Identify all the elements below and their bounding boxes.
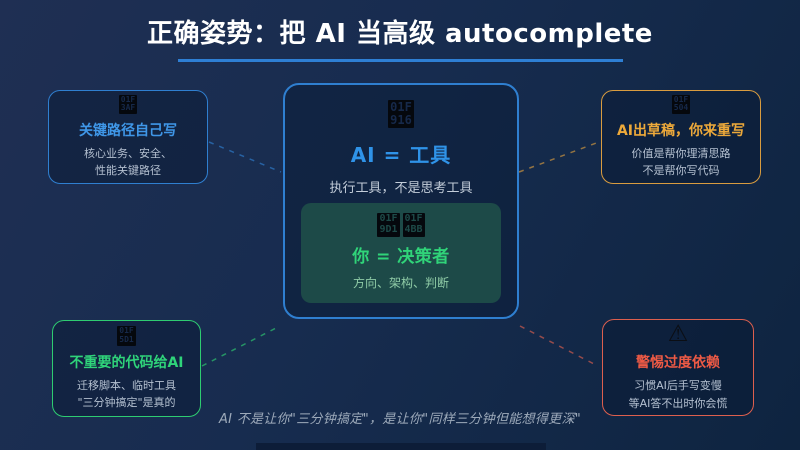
card-body-line: 迁移脚本、临时工具: [77, 378, 176, 392]
header: 正确姿势：把 AI 当高级 autocomplete: [0, 13, 800, 62]
center-subheading: 执行工具，不是思考工具: [329, 180, 473, 196]
tofu-hex-row: 3AF: [120, 103, 136, 113]
card-body: 迁移脚本、临时工具 "三分钟搞定"是真的: [77, 377, 176, 411]
card-ai-tool: 01F 916 AI = 工具 执行工具，不是思考工具 01F 9D1 01F …: [283, 83, 519, 319]
laptop-emoji-tofu-icon: 01F 4BB: [402, 213, 425, 237]
refresh-emoji-tofu-icon: 01F 504: [671, 94, 691, 115]
tofu-hex-row: 01F: [120, 94, 136, 104]
card-body-line: 价值是帮你理清思路: [631, 147, 731, 161]
tofu-hex-row: 01F: [379, 213, 398, 225]
card-you-decision-maker: 01F 9D1 01F 4BB 你 = 决策者 方向、架构、判断: [301, 203, 501, 303]
card-title: AI出草稿，你来重写: [616, 123, 746, 140]
card-body: 习惯AI后手写变慢 等AI答不出时你会慌: [629, 377, 728, 411]
warning-icon: ⚠: [667, 321, 689, 348]
connector-bottom-right: [519, 325, 599, 367]
connector-top-right: [518, 141, 600, 173]
card-title: 关键路径自己写: [79, 123, 177, 140]
page-title: 正确姿势：把 AI 当高级 autocomplete: [147, 19, 653, 49]
tofu-hex-row: 5D1: [119, 334, 134, 344]
slide-caption: AI 不是让你"三分钟搞定"，是让你"同样三分钟但能想得更深": [218, 412, 582, 427]
tofu-hex-row: 504: [673, 103, 689, 113]
card-body-line: "三分钟搞定"是真的: [77, 395, 176, 409]
center-heading: AI = 工具: [350, 142, 452, 167]
card-title: 不重要的代码给AI: [69, 354, 184, 371]
tofu-hex-row: 9D1: [379, 224, 398, 236]
tofu-hex-row: 4BB: [404, 224, 423, 236]
card-critical-path: 01F 3AF 关键路径自己写 核心业务、安全、 性能关键路径: [48, 90, 208, 184]
card-body-line: 等AI答不出时你会慌: [628, 396, 728, 410]
card-body-line: 不是帮你写代码: [642, 164, 720, 178]
card-title: 警惕过度依赖: [636, 355, 720, 372]
inner-heading: 你 = 决策者: [352, 247, 450, 267]
card-overreliance-warning: ⚠ 警惕过度依赖 习惯AI后手写变慢 等AI答不出时你会慌: [602, 319, 754, 416]
tofu-hex-row: 01F: [673, 94, 689, 104]
inner-subheading: 方向、架构、判断: [352, 276, 449, 290]
tofu-hex-row: 01F: [390, 100, 412, 114]
connector-bottom-left: [201, 325, 281, 367]
tofu-hex-row: 01F: [119, 326, 134, 336]
connector-top-left: [208, 141, 282, 173]
target-emoji-tofu-icon: 01F 3AF: [118, 94, 138, 115]
card-body: 核心业务、安全、 性能关键路径: [84, 145, 172, 179]
robot-emoji-tofu-icon: 01F 916: [388, 100, 414, 128]
card-body-line: 核心业务、安全、: [84, 147, 172, 161]
wastebasket-emoji-tofu-icon: 01F 5D1: [117, 326, 136, 346]
title-underline: [177, 59, 623, 62]
tofu-hex-row: 916: [390, 112, 412, 127]
person-emoji-tofu-icon: 01F 9D1: [377, 213, 400, 237]
card-body: 价值是帮你理清思路 不是帮你写代码: [632, 145, 731, 179]
technologist-emoji-tofu-icon: 01F 9D1 01F 4BB: [377, 213, 425, 237]
card-unimportant-code: 01F 5D1 不重要的代码给AI 迁移脚本、临时工具 "三分钟搞定"是真的: [52, 320, 201, 417]
card-body-line: 习惯AI后手写变慢: [634, 379, 722, 393]
footer-bar: [256, 443, 546, 450]
tofu-hex-row: 01F: [404, 213, 423, 225]
card-ai-draft-you-rewrite: 01F 504 AI出草稿，你来重写 价值是帮你理清思路 不是帮你写代码: [601, 90, 761, 184]
card-body-line: 性能关键路径: [95, 164, 161, 178]
